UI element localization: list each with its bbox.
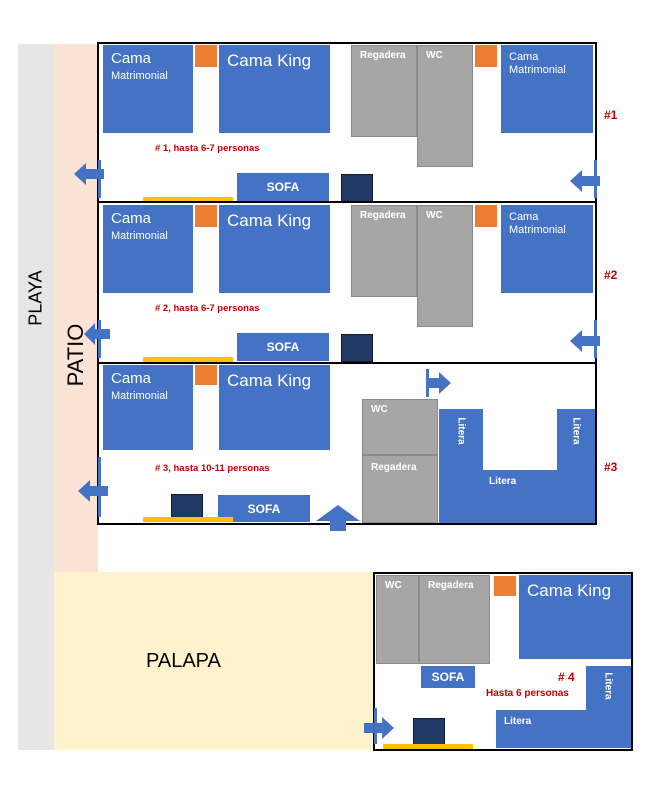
room-1-left-arrow-icon [74,163,104,185]
room-3-litera-3: Litera [557,409,595,523]
room-4-cama-king: Cama King [519,575,631,659]
playa-label: PLAYA [25,270,46,326]
room-1-nightstand [195,45,217,67]
room-2-bench [143,357,233,362]
patio-zone [54,44,98,572]
room-4-litera-2: Litera [586,666,631,748]
room-2-nightstand-right [475,205,497,227]
room-1-bench [143,197,233,202]
room-2-number: #2 [604,268,618,282]
room-4-capacity: Hasta 6 personas [486,688,569,699]
room-1-nightstand-right [475,45,497,67]
room-3-capacity: # 3, hasta 10-11 personas [155,463,270,474]
room-3-wc: WC [362,399,438,455]
room-4-nightstand [494,576,516,596]
room-1-regadera: Regadera [351,45,417,137]
room-2-left-arrow-icon [84,323,110,345]
room-3-right-arrow-icon [426,369,451,397]
room-1-cama-king: Cama King [219,45,330,133]
playa-zone [18,44,54,750]
room-1-sofa: SOFA [237,173,329,201]
room-1-table [341,174,373,202]
room-4-litera-1: Litera [496,710,586,748]
room-1-right-entry-arrow-icon [570,170,600,192]
room-2-capacity: # 2, hasta 6-7 personas [155,303,260,314]
room-2-right-entry-arrow-icon [570,330,600,352]
room-2-regadera: Regadera [351,205,417,297]
room-3-regadera: Regadera [362,455,438,523]
room-3-left-arrow-icon [78,480,108,502]
room-1-wc: WC [417,45,473,167]
room-4-regadera: Regadera [419,575,490,664]
room-3-sofa: SOFA [218,495,310,522]
room-3-bench [143,517,233,522]
room-2-cama-king: Cama King [219,205,330,293]
room-3-litera-2: Litera [483,470,557,523]
room-4-right-arrow-icon [364,717,394,739]
room-3-up-arrow-icon [316,505,360,531]
room-4-bench [383,744,473,749]
room-2-sofa: SOFA [237,333,329,361]
room-4-table [413,718,445,746]
room-2-table [341,334,373,362]
room-3-nightstand [195,365,217,385]
room-3-litera-1: Litera [439,409,483,523]
room-2-nightstand [195,205,217,227]
room-1-capacity: # 1, hasta 6-7 personas [155,143,260,154]
room-3-number: #3 [604,460,618,474]
palapa-zone [54,572,374,750]
room-4-wc: WC [376,575,419,664]
room-4-sofa: SOFA [421,666,475,688]
palapa-label: PALAPA [146,650,221,672]
room-2-wc: WC [417,205,473,327]
room-4-number: # 4 [558,670,575,684]
room-3-cama-king: Cama King [219,365,330,450]
room-1-number: #1 [604,108,618,122]
